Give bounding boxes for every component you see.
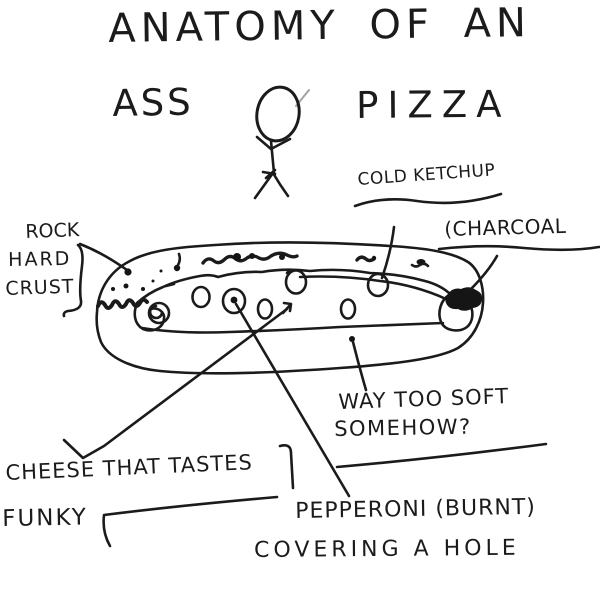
label-rock-hard-crust-line3: CRUST [5,275,75,300]
leader-lines [62,192,600,548]
rock-hard-crust-bracket [62,243,84,318]
label-pepperoni-line2: COVERING A HOLE [254,535,520,563]
cheese-bracket [102,495,279,548]
page-title-line2-left: ASS [112,80,195,125]
label-rock-hard-crust-line1: ROCK [25,219,80,243]
way-too-soft-leader [351,340,368,392]
cheese-leader [62,307,289,460]
label-way-too-soft-line2: SOMEHOW? [334,414,472,441]
page-title-line1: ANATOMY OF AN [108,0,532,52]
charcoal-underline [437,244,600,252]
pizza-drawing [95,241,485,375]
stick-figure-icon [253,85,310,200]
cold-ketchup-underline [353,192,503,208]
charcoal-blob [445,287,483,311]
charcoal-leader [468,254,499,292]
label-rock-hard-crust-line2: HARD [8,247,72,271]
pepperoni-leader [234,302,351,498]
label-charcoal: (CHARCOAL [444,213,567,241]
label-pepperoni-line1: PEPPERONI (BURNT) [295,494,537,524]
cold-ketchup-leader [380,225,396,280]
rock-hard-crust-leader [78,242,129,272]
label-cheese-line2: FUNKY [2,504,89,532]
way-too-soft-underline [335,442,548,469]
page-title-line2-right: PIZZA [356,82,511,127]
